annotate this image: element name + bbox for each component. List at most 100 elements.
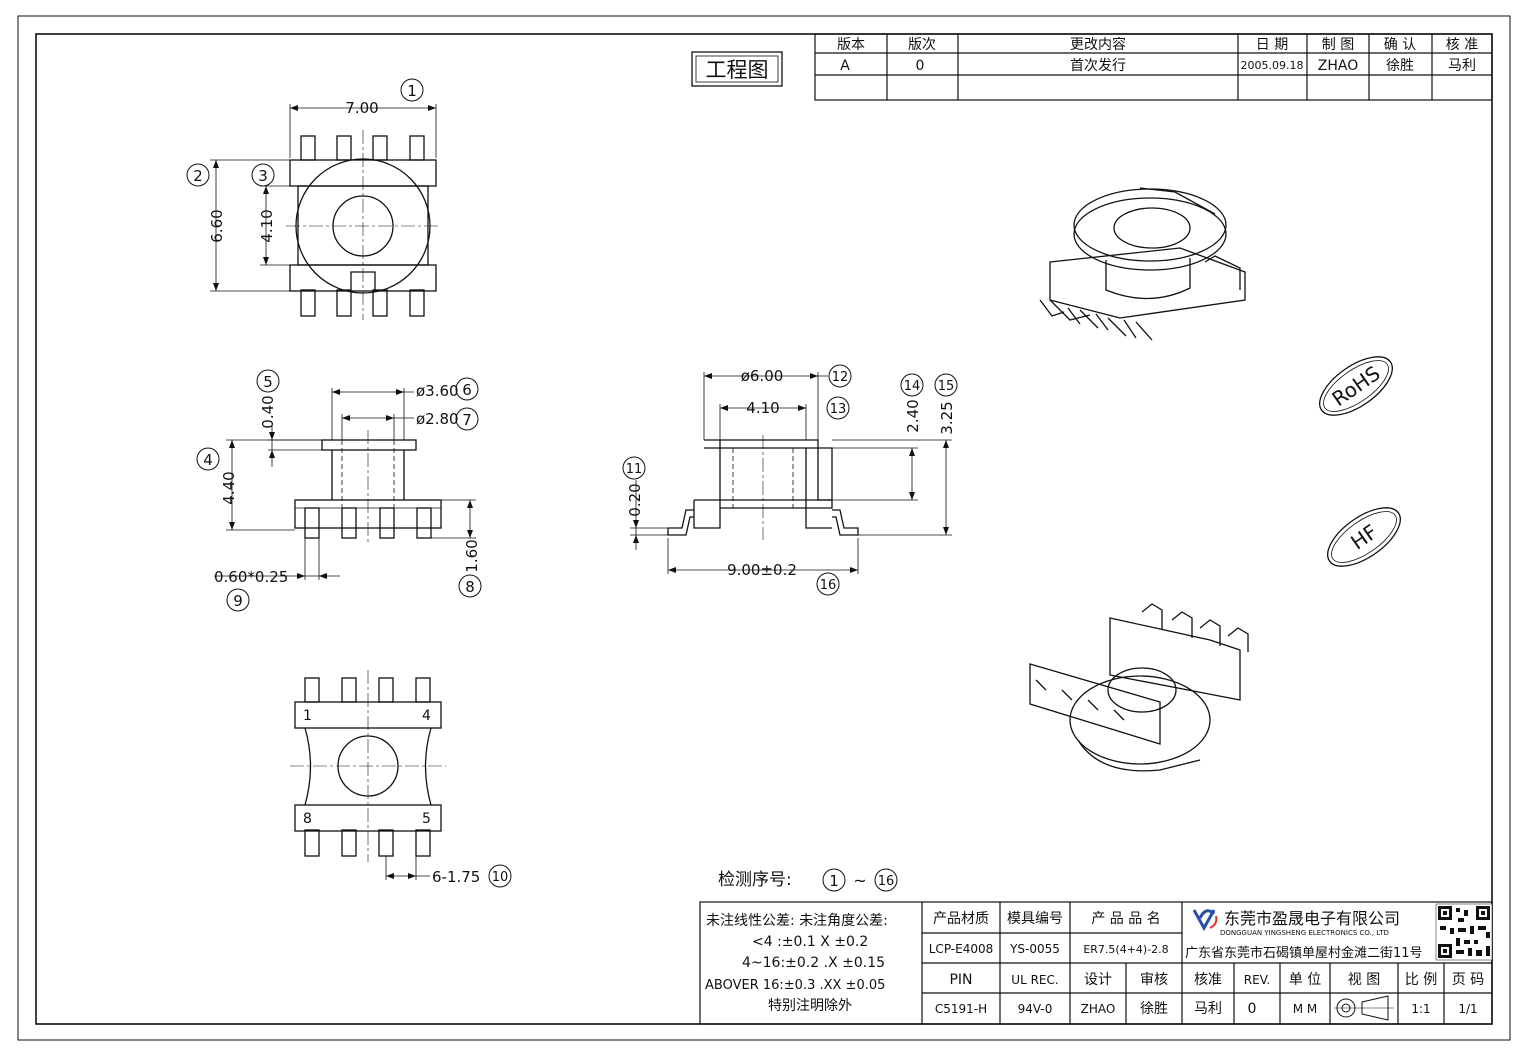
company-address: 广东省东莞市石碣镇单屋村金滩二街11号 <box>1185 945 1423 961</box>
iso-view-bottom <box>1029 603 1249 772</box>
dim-side-pin-size: 0.60*0.25 <box>214 568 288 586</box>
balloon-6: 6 <box>455 377 479 401</box>
balloon-15: 15 <box>934 373 958 397</box>
pin-number-5: 5 <box>422 811 431 827</box>
qr-code <box>1435 903 1493 961</box>
pin-number-4: 4 <box>422 708 431 724</box>
title-block: 未注线性公差: 未注角度公差: <4 :±0.1 X ±0.2 4~16:±0.… <box>699 901 1493 1025</box>
balloon-11: 11 <box>622 456 646 480</box>
tb-value-unit: M M <box>1293 1002 1318 1016</box>
drawing-label: 13 <box>830 402 847 417</box>
drawing-label: 15 <box>938 379 955 394</box>
drawing-label: 3 <box>258 167 268 185</box>
tolerance-line-2: <4 :±0.1 X ±0.2 <box>752 934 868 950</box>
dim-section-span: 9.00±0.2 <box>727 561 797 579</box>
rev-cell-edition: 0 <box>916 58 925 74</box>
drawing-label: 10 <box>492 870 509 885</box>
hf-mark-label: HF <box>1346 520 1382 555</box>
drawing-label: 6 <box>462 381 472 399</box>
balloon-3: 3 <box>251 163 275 187</box>
tb-value-review: 徐胜 <box>1140 1001 1168 1017</box>
inspection-to: 16 <box>878 874 895 889</box>
balloon-13: 13 <box>826 396 850 420</box>
rev-header-edition: 版次 <box>908 37 936 53</box>
balloons: 1 2 3 4 5 6 7 8 9 10 11 12 13 14 15 16 <box>186 78 958 888</box>
inspection-tilde: ~ <box>853 871 866 890</box>
tb-header-rev: REV. <box>1244 973 1270 987</box>
iso-view-top <box>1039 187 1246 341</box>
dim-section-d-outer: ø6.00 <box>741 367 784 385</box>
dim-section-h2: 3.25 <box>938 401 956 434</box>
tb-value-material: LCP-E4008 <box>929 942 994 956</box>
dim-side-flange: 0.40 <box>259 395 277 428</box>
title-box: 工程图 <box>691 51 783 87</box>
dim-top-height: 6.60 <box>208 209 226 242</box>
inspection-sequence: 检测序号: 1 ~ 16 <box>718 868 898 892</box>
dim-top-width: 7.00 <box>345 99 378 117</box>
tolerance-line-3: 4~16:±0.2 .X ±0.15 <box>742 955 885 971</box>
rev-header-approve: 核 准 <box>1446 37 1478 53</box>
dim-side-d2: ø2.80 <box>416 410 459 428</box>
top-view: 7.00 6.60 4.10 <box>208 99 440 320</box>
dim-side-d1: ø3.60 <box>416 382 459 400</box>
tb-header-pin: PIN <box>949 972 972 988</box>
balloon-1: 1 <box>400 78 424 102</box>
drawing-label: 14 <box>904 379 921 394</box>
tb-header-mold: 模具编号 <box>1007 911 1063 927</box>
balloon-8: 8 <box>458 574 482 598</box>
drawing-label: 7 <box>462 411 472 429</box>
drawing-label: 1 <box>407 82 417 100</box>
rev-cell-approve: 马利 <box>1448 58 1476 74</box>
balloon-7: 7 <box>455 407 479 431</box>
tb-header-page: 页 码 <box>1452 972 1484 988</box>
tb-value-mold: YS-0055 <box>1009 942 1060 956</box>
balloon-12: 12 <box>828 364 852 388</box>
balloon-9: 9 <box>226 588 250 612</box>
tb-header-material: 产品材质 <box>933 911 989 927</box>
pin-number-1: 1 <box>303 708 312 724</box>
rev-cell-change: 首次发行 <box>1070 58 1126 74</box>
drawing-label: 12 <box>832 370 849 385</box>
tb-header-design: 设计 <box>1084 972 1112 988</box>
side-view: ø3.60 ø2.80 0.40 4.40 1.60 0.60*0.25 <box>214 382 481 586</box>
tb-value-product: ER7.5(4+4)-2.8 <box>1083 943 1168 956</box>
rev-header-version: 版本 <box>837 37 865 53</box>
tb-value-design: ZHAO <box>1081 1002 1116 1016</box>
tb-value-pin: C5191-H <box>935 1002 987 1016</box>
rev-cell-date: 2005.09.18 <box>1241 59 1304 72</box>
drawing-label: 4 <box>203 451 213 469</box>
balloon-16: 16 <box>816 572 840 596</box>
tb-header-view: 视 图 <box>1348 972 1380 988</box>
rev-cell-drawn: ZHAO <box>1318 58 1358 74</box>
inspection-label: 检测序号: <box>718 870 792 890</box>
dim-section-inner: 4.10 <box>746 399 779 417</box>
drawing-label: 11 <box>626 462 643 477</box>
drawing-label: 9 <box>233 592 243 610</box>
dim-side-height: 4.40 <box>220 471 238 504</box>
tb-header-scale: 比 例 <box>1405 972 1437 988</box>
rev-cell-version: A <box>840 58 850 74</box>
dim-top-inner: 4.10 <box>258 209 276 242</box>
rev-cell-confirm: 徐胜 <box>1386 58 1414 74</box>
outer-border <box>17 15 1511 1041</box>
company-name-en: DONGGUAN YINGSHENG ELECTRONICS CO., LTD <box>1220 929 1389 937</box>
balloon-5: 5 <box>256 369 280 393</box>
dim-section-thk: 0.20 <box>626 483 644 516</box>
tb-value-scale: 1:1 <box>1411 1002 1430 1016</box>
tb-header-approve: 核准 <box>1194 972 1222 988</box>
balloon-4: 4 <box>196 447 220 471</box>
dim-bottom-pitch: 6-1.75 <box>432 868 480 886</box>
rev-header-date: 日 期 <box>1256 37 1288 53</box>
balloon-10: 10 <box>488 864 512 888</box>
tb-value-rev: 0 <box>1248 1001 1257 1017</box>
rev-header-change: 更改内容 <box>1070 36 1126 53</box>
dim-side-pin-h: 1.60 <box>463 539 481 572</box>
tolerance-line-1: 未注线性公差: 未注角度公差: <box>706 913 888 929</box>
rev-header-drawn: 制 图 <box>1322 37 1354 53</box>
tb-header-product: 产 品 品 名 <box>1091 911 1160 927</box>
tb-value-approve: 马利 <box>1194 1001 1222 1017</box>
tolerance-line-5: 特别注明除外 <box>768 998 852 1014</box>
tb-header-unit: 单 位 <box>1289 972 1321 988</box>
tb-header-review: 审核 <box>1140 972 1168 988</box>
